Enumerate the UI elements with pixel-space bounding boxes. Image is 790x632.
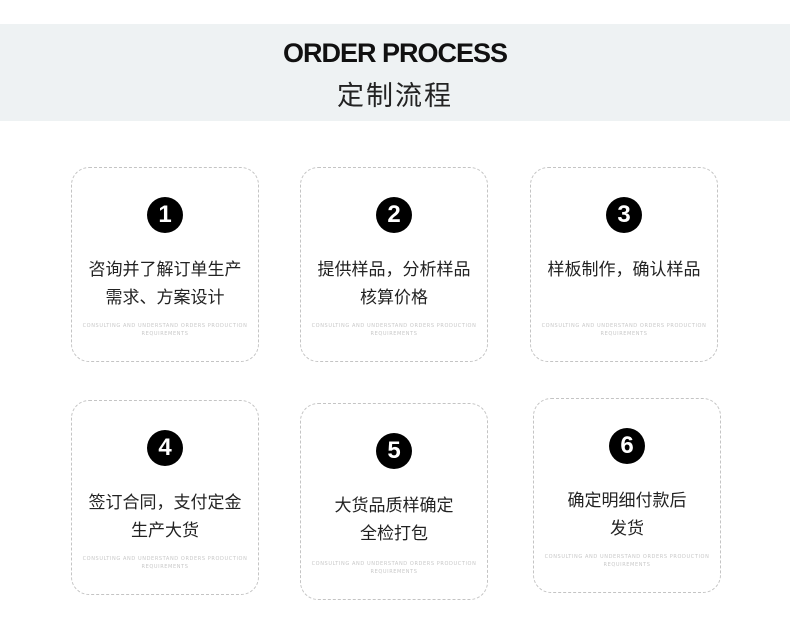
step-description-line2: 生产大货 xyxy=(131,521,199,541)
step-note-line1: CONSULTING AND UNDERSTAND ORDERS PRODUCT… xyxy=(311,561,477,567)
step-description: 咨询并了解订单生产 需求、方案设计 xyxy=(78,256,252,312)
step-description-line1: 提供样品，分析样品 xyxy=(317,260,471,280)
step-description: 样板制作，确认样品 xyxy=(537,256,711,284)
step-card-6: 6 确定明细付款后 发货 CONSULTING AND UNDERSTAND O… xyxy=(533,398,721,593)
step-english-note: CONSULTING AND UNDERSTAND ORDERS PRODUCT… xyxy=(78,555,252,571)
step-description-line2: 核算价格 xyxy=(360,288,428,308)
step-description-line1: 确定明细付款后 xyxy=(567,491,687,511)
step-english-note: CONSULTING AND UNDERSTAND ORDERS PRODUCT… xyxy=(307,322,481,338)
step-note-line2: REQUIREMENTS xyxy=(370,569,418,575)
step-card-3: 3 样板制作，确认样品 CONSULTING AND UNDERSTAND OR… xyxy=(530,167,718,362)
header-banner: ORDER PROCESS 定制流程 xyxy=(0,24,790,121)
step-description: 签订合同，支付定金 生产大货 xyxy=(78,489,252,545)
step-english-note: CONSULTING AND UNDERSTAND ORDERS PRODUCT… xyxy=(78,322,252,338)
page-title-cn: 定制流程 xyxy=(337,81,453,112)
step-note-line2: REQUIREMENTS xyxy=(370,331,418,337)
step-english-note: CONSULTING AND UNDERSTAND ORDERS PRODUCT… xyxy=(537,322,711,338)
step-number-badge: 4 xyxy=(147,430,183,466)
step-note-line2: REQUIREMENTS xyxy=(603,562,651,568)
step-note-line2: REQUIREMENTS xyxy=(141,331,189,337)
step-number-badge: 6 xyxy=(609,428,645,464)
step-note-line1: CONSULTING AND UNDERSTAND ORDERS PRODUCT… xyxy=(82,323,248,329)
step-note-line1: CONSULTING AND UNDERSTAND ORDERS PRODUCT… xyxy=(311,323,477,329)
step-description-line2: 需求、方案设计 xyxy=(105,288,225,308)
step-description-line2: 全检打包 xyxy=(360,524,428,544)
step-description-line1: 大货品质样确定 xyxy=(334,496,454,516)
step-description-line2: 发货 xyxy=(610,519,644,539)
step-card-5: 5 大货品质样确定 全检打包 CONSULTING AND UNDERSTAND… xyxy=(300,403,488,600)
step-number-badge: 2 xyxy=(376,197,412,233)
step-number-badge: 1 xyxy=(147,197,183,233)
step-note-line2: REQUIREMENTS xyxy=(600,331,648,337)
step-description-line1: 样板制作，确认样品 xyxy=(547,260,701,280)
step-card-2: 2 提供样品，分析样品 核算价格 CONSULTING AND UNDERSTA… xyxy=(300,167,488,362)
step-description-line1: 签订合同，支付定金 xyxy=(88,493,242,513)
page-title-en: ORDER PROCESS xyxy=(282,38,508,68)
step-note-line1: CONSULTING AND UNDERSTAND ORDERS PRODUCT… xyxy=(82,556,248,562)
step-english-note: CONSULTING AND UNDERSTAND ORDERS PRODUCT… xyxy=(540,553,714,569)
step-card-4: 4 签订合同，支付定金 生产大货 CONSULTING AND UNDERSTA… xyxy=(71,400,259,595)
step-note-line1: CONSULTING AND UNDERSTAND ORDERS PRODUCT… xyxy=(544,554,710,560)
step-description: 大货品质样确定 全检打包 xyxy=(307,492,481,548)
step-number-badge: 3 xyxy=(606,197,642,233)
step-english-note: CONSULTING AND UNDERSTAND ORDERS PRODUCT… xyxy=(307,560,481,576)
step-description: 确定明细付款后 发货 xyxy=(540,487,714,543)
step-description: 提供样品，分析样品 核算价格 xyxy=(307,256,481,312)
step-number-badge: 5 xyxy=(376,433,412,469)
step-note-line2: REQUIREMENTS xyxy=(141,564,189,570)
step-card-1: 1 咨询并了解订单生产 需求、方案设计 CONSULTING AND UNDER… xyxy=(71,167,259,362)
step-note-line1: CONSULTING AND UNDERSTAND ORDERS PRODUCT… xyxy=(541,323,707,329)
step-description-line1: 咨询并了解订单生产 xyxy=(88,260,242,280)
